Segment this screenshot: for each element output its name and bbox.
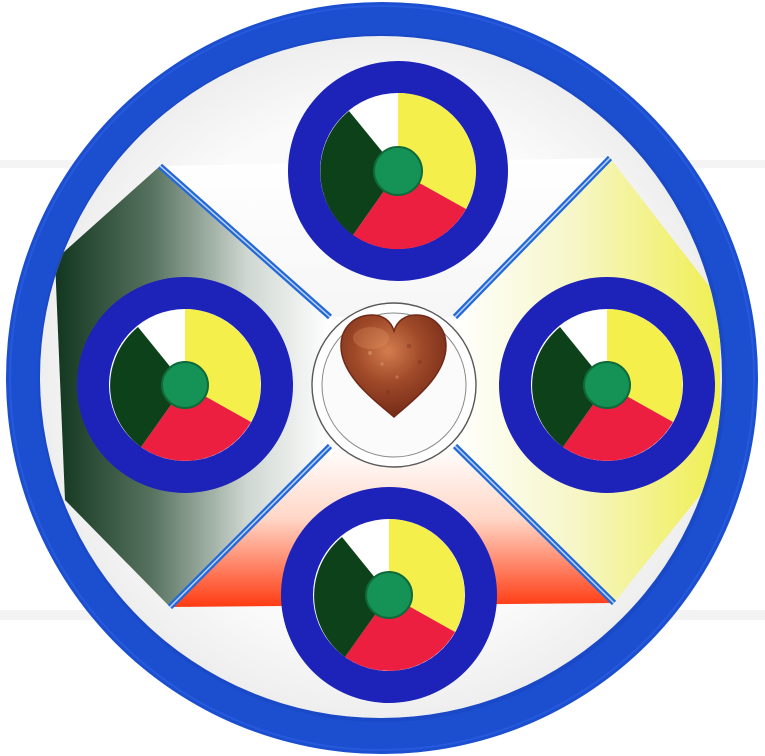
small-wheel-top <box>288 61 508 281</box>
small-wheel-left <box>77 277 293 493</box>
small-wheel-right <box>499 277 715 493</box>
small-wheel-bottom <box>281 487 497 703</box>
